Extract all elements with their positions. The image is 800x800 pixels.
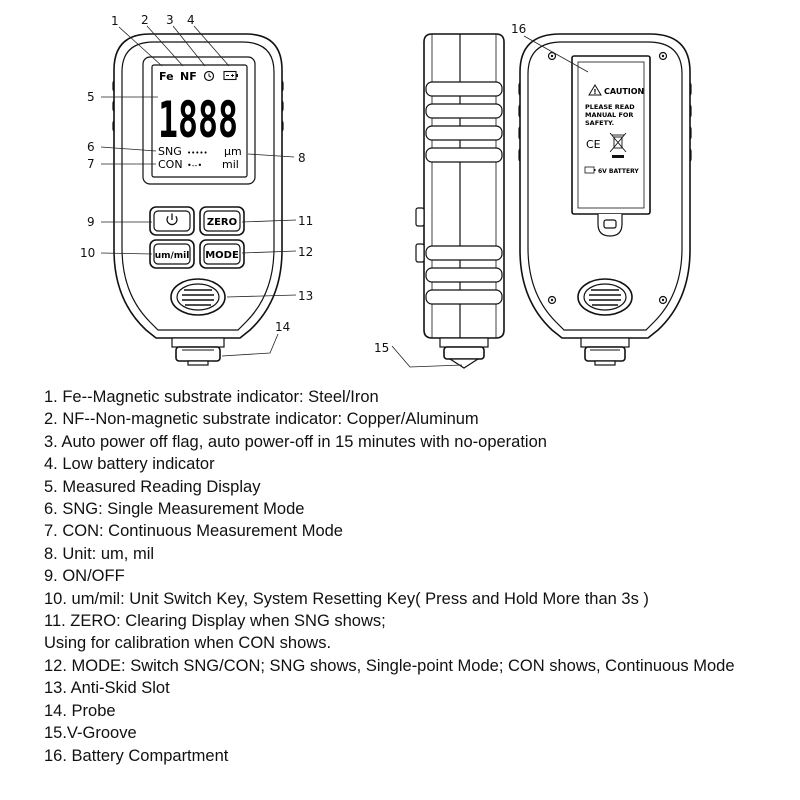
side-buttons	[415, 207, 425, 263]
legend-item: 5. Measured Reading Display	[44, 477, 261, 496]
callout-2: 2	[141, 13, 149, 27]
side-grip-ridges	[425, 81, 503, 305]
callout-12: 12	[298, 245, 313, 259]
um-unit: μm	[224, 145, 242, 158]
callout-4: 4	[187, 13, 195, 27]
screws	[547, 51, 668, 305]
legend-item: 11. ZERO: Clearing Display when SNG show…	[44, 612, 386, 631]
legend-item: 12. MODE: Switch SNG/CON; SNG shows, Sin…	[44, 656, 735, 675]
callout-8: 8	[298, 151, 306, 165]
sng-indicator: SNG	[158, 145, 182, 158]
con-indicator: CON	[158, 158, 183, 171]
legend-item: 2. NF--Non-magnetic substrate indicator:…	[44, 410, 479, 429]
legend-item: 8. Unit: um, mil	[44, 544, 155, 563]
device-diagram: Fe NF 1888 SNG ••••• CON •--• μm mil	[80, 13, 692, 369]
callout-1: 1	[111, 14, 119, 28]
callout-6: 6	[87, 140, 95, 154]
legend-item: 16. Battery Compartment	[44, 746, 229, 765]
lcd-screen	[151, 64, 248, 178]
legend-item: 10. um/mil: Unit Switch Key, System Rese…	[44, 589, 649, 608]
nf-indicator: NF	[180, 70, 197, 83]
callout-9: 9	[87, 215, 95, 229]
um-mil-button[interactable]: um/mil	[149, 239, 195, 269]
callout-3: 3	[166, 13, 174, 27]
legend-item: 9. ON/OFF	[44, 567, 125, 586]
battery-compartment: ! CAUTION PLEASE READ MANUAL FOR SAFETY.…	[571, 55, 651, 237]
v-groove	[447, 358, 481, 369]
mil-unit: mil	[222, 158, 239, 171]
legend-item: 14. Probe	[44, 701, 116, 720]
svg-text:!: !	[593, 88, 596, 96]
leader-lines	[100, 25, 589, 368]
front-view: Fe NF 1888 SNG ••••• CON •--• μm mil	[112, 33, 284, 366]
label-battery-icon	[584, 166, 596, 174]
callout-7: 7	[87, 157, 95, 171]
callout-15: 15	[374, 341, 389, 355]
power-icon	[166, 213, 178, 226]
side-view	[415, 33, 505, 369]
zero-button[interactable]: ZERO	[199, 206, 245, 236]
callout-13: 13	[298, 289, 313, 303]
callout-16: 16	[511, 22, 526, 36]
caution-title: CAUTION	[604, 87, 644, 96]
con-dots: •--•	[187, 161, 202, 170]
legend-item: 1. Fe--Magnetic substrate indicator: Ste…	[44, 388, 379, 406]
back-anti-skid-slot	[577, 278, 633, 316]
legend-item: 13. Anti-Skid Slot	[44, 679, 170, 698]
clock-icon	[203, 70, 215, 82]
side-probe	[439, 337, 489, 369]
callout-10: 10	[80, 246, 95, 260]
weee-bin-icon	[609, 132, 627, 158]
caution-line-1: PLEASE READ	[585, 103, 635, 111]
fe-indicator: Fe	[159, 70, 174, 83]
mode-button-label: MODE	[205, 250, 239, 261]
power-button[interactable]	[149, 206, 195, 236]
legend-item: 3. Auto power off flag, auto power-off i…	[44, 432, 547, 451]
um-mil-button-label: um/mil	[155, 251, 190, 261]
callout-11: 11	[298, 214, 313, 228]
measured-reading: 1888	[158, 91, 238, 149]
legend-list: 1. Fe--Magnetic substrate indicator: Ste…	[44, 386, 784, 767]
legend-item: 15.V-Groove	[44, 724, 137, 743]
callout-5: 5	[87, 90, 95, 104]
sng-dots: •••••	[187, 149, 208, 157]
back-view: ! CAUTION PLEASE READ MANUAL FOR SAFETY.…	[518, 33, 692, 366]
caution-line-3: SAFETY.	[585, 119, 614, 127]
legend-item: 7. CON: Continuous Measurement Mode	[44, 522, 343, 541]
caution-icon: !	[588, 84, 602, 96]
legend-item: 6. SNG: Single Measurement Mode	[44, 500, 305, 519]
legend-item: 4. Low battery indicator	[44, 455, 215, 474]
ce-mark: CE	[586, 138, 601, 151]
mode-button[interactable]: MODE	[199, 239, 245, 269]
anti-skid-slot	[170, 278, 226, 316]
legend-item: Using for calibration when CON shows.	[44, 634, 332, 653]
battery-spec: 6V BATTERY	[598, 168, 639, 175]
zero-button-label: ZERO	[207, 217, 237, 228]
back-probe	[580, 337, 630, 366]
callout-numbers: 1 2 3 4 5 6 7 8 9 10 11 12 13 14 15 16	[80, 13, 526, 355]
front-probe	[171, 337, 225, 366]
callout-14: 14	[275, 320, 290, 334]
battery-icon	[223, 70, 238, 81]
caution-line-2: MANUAL FOR	[585, 111, 633, 119]
